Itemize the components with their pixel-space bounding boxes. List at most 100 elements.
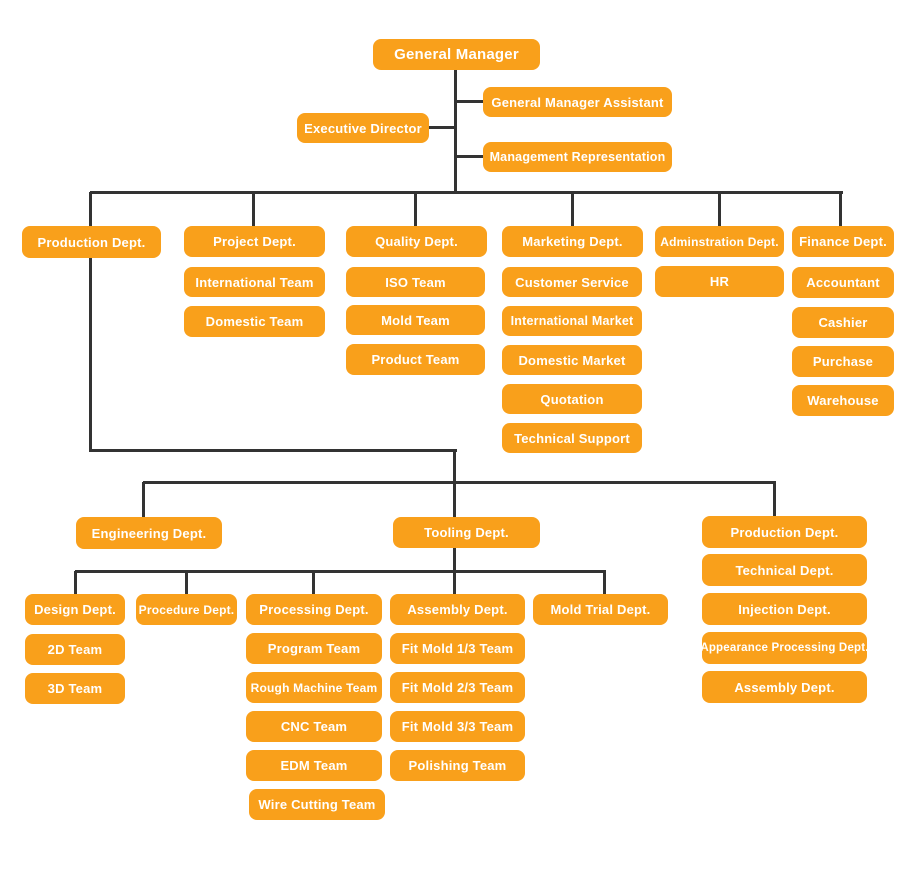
connector-line-0 <box>454 70 457 193</box>
org-node-label: Quotation <box>540 391 604 407</box>
org-node-label: International Team <box>195 274 314 290</box>
org-node-label: Quality Dept. <box>375 234 458 249</box>
org-node-fit-mold-3-3-team: Fit Mold 3/3 Team <box>390 711 525 742</box>
org-node-label: Project Dept. <box>213 234 296 249</box>
org-node-program-team: Program Team <box>246 633 382 664</box>
org-node-mold-trial-dept: Mold Trial Dept. <box>533 594 668 625</box>
org-node-accountant: Accountant <box>792 267 894 298</box>
org-node-label: Fit Mold 1/3 Team <box>401 641 514 656</box>
org-node-label: Marketing Dept. <box>522 234 623 249</box>
org-node-label: Processing Dept. <box>259 602 369 617</box>
org-node-label: Polishing Team <box>408 758 507 773</box>
org-node-domestic-market: Domestic Market <box>502 345 642 375</box>
org-node-polishing-team: Polishing Team <box>390 750 525 781</box>
connector-line-7 <box>571 192 574 227</box>
org-node-label: General Manager Assistant <box>491 94 664 110</box>
org-node-edm-team: EDM Team <box>246 750 382 781</box>
org-node-2d-team: 2D Team <box>25 634 125 665</box>
org-node-label: Management Representation <box>489 150 666 164</box>
org-node-label: 3D Team <box>47 681 103 696</box>
connector-line-12 <box>453 450 456 518</box>
org-node-design-dept: Design Dept. <box>25 594 125 625</box>
org-node-label: Executive Director <box>304 120 422 136</box>
connector-line-5 <box>252 192 255 227</box>
org-node-label: Appearance Processing Dept. <box>700 642 869 654</box>
org-node-tooling-dept: Tooling Dept. <box>393 517 540 548</box>
connector-line-13 <box>143 481 776 484</box>
org-node-label: Mold Trial Dept. <box>550 602 651 617</box>
org-node-label: Cashier <box>818 315 868 330</box>
org-node-rough-machine-team: Rough Machine Team <box>246 672 382 703</box>
org-node-management-representation: Management Representation <box>483 142 672 172</box>
org-node-label: EDM Team <box>280 758 348 773</box>
org-node-injection-dept: Injection Dept. <box>702 593 867 625</box>
org-node-production-dept-top: Production Dept. <box>22 226 161 258</box>
org-node-domestic-team: Domestic Team <box>184 306 325 337</box>
org-node-label: Production Dept. <box>37 234 146 250</box>
org-node-assembly-dept-right: Assembly Dept. <box>702 671 867 703</box>
org-node-fit-mold-2-3-team: Fit Mold 2/3 Team <box>390 672 525 703</box>
org-node-label: Design Dept. <box>34 602 116 617</box>
connector-line-19 <box>185 571 188 595</box>
connector-line-2 <box>428 126 457 129</box>
org-node-label: Warehouse <box>807 393 879 408</box>
org-node-label: International Market <box>510 314 634 328</box>
org-node-label: Assembly Dept. <box>734 679 835 695</box>
org-node-procedure-dept: Procedure Dept. <box>136 594 237 625</box>
connector-line-21 <box>603 571 606 595</box>
connector-line-14 <box>142 482 145 518</box>
org-node-label: Domestic Market <box>518 352 626 368</box>
org-node-adminstration-dept: Adminstration Dept. <box>655 226 784 257</box>
org-node-label: Product Team <box>371 352 460 367</box>
org-node-quotation: Quotation <box>502 384 642 414</box>
org-node-product-team: Product Team <box>346 344 485 375</box>
org-node-label: 2D Team <box>47 642 103 657</box>
org-node-hr: HR <box>655 266 784 297</box>
connector-line-8 <box>718 192 721 227</box>
org-node-label: Procedure Dept. <box>138 602 235 617</box>
org-node-label: CNC Team <box>280 719 348 734</box>
org-node-3d-team: 3D Team <box>25 673 125 704</box>
org-node-label: Purchase <box>812 354 874 369</box>
org-node-label: Tooling Dept. <box>424 525 509 540</box>
org-node-wire-cutting-team: Wire Cutting Team <box>249 789 385 820</box>
org-node-marketing-dept: Marketing Dept. <box>502 226 643 257</box>
org-node-assembly-dept: Assembly Dept. <box>390 594 525 625</box>
org-node-label: Wire Cutting Team <box>258 797 376 812</box>
connector-line-18 <box>74 571 77 595</box>
org-node-purchase: Purchase <box>792 346 894 377</box>
org-node-label: Program Team <box>267 641 361 656</box>
org-node-engineering-dept: Engineering Dept. <box>76 517 222 549</box>
org-node-technical-dept: Technical Dept. <box>702 554 867 586</box>
org-node-production-dept-right: Production Dept. <box>702 516 867 548</box>
org-node-executive-director: Executive Director <box>297 113 429 143</box>
connector-line-15 <box>773 482 776 517</box>
connector-line-9 <box>839 192 842 227</box>
org-node-label: Technical Dept. <box>735 562 834 578</box>
org-node-label: Domestic Team <box>205 314 304 329</box>
org-node-finance-dept: Finance Dept. <box>792 226 894 257</box>
connector-line-17 <box>75 570 606 573</box>
org-node-label: Adminstration Dept. <box>660 234 779 249</box>
org-node-international-team: International Team <box>184 267 325 297</box>
org-node-label: Assembly Dept. <box>407 602 508 617</box>
org-node-appearance-processing-dept: Appearance Processing Dept. <box>700 632 869 664</box>
org-node-warehouse: Warehouse <box>792 385 894 416</box>
org-node-label: Fit Mold 3/3 Team <box>401 719 514 734</box>
connector-line-6 <box>414 192 417 227</box>
org-node-label: Engineering Dept. <box>91 525 207 541</box>
org-node-technical-support: Technical Support <box>502 423 642 453</box>
connector-line-10 <box>89 192 92 452</box>
org-node-processing-dept: Processing Dept. <box>246 594 382 625</box>
org-node-cnc-team: CNC Team <box>246 711 382 742</box>
org-node-project-dept: Project Dept. <box>184 226 325 257</box>
org-node-customer-service: Customer Service <box>502 267 642 297</box>
org-node-label: Fit Mold 2/3 Team <box>401 680 514 695</box>
org-node-cashier: Cashier <box>792 307 894 338</box>
org-node-label: General Manager <box>394 46 519 63</box>
org-node-international-market: International Market <box>502 306 642 336</box>
org-node-general-manager-assistant: General Manager Assistant <box>483 87 672 117</box>
org-node-label: Rough Machine Team <box>250 680 378 695</box>
org-node-label: Customer Service <box>515 274 629 290</box>
